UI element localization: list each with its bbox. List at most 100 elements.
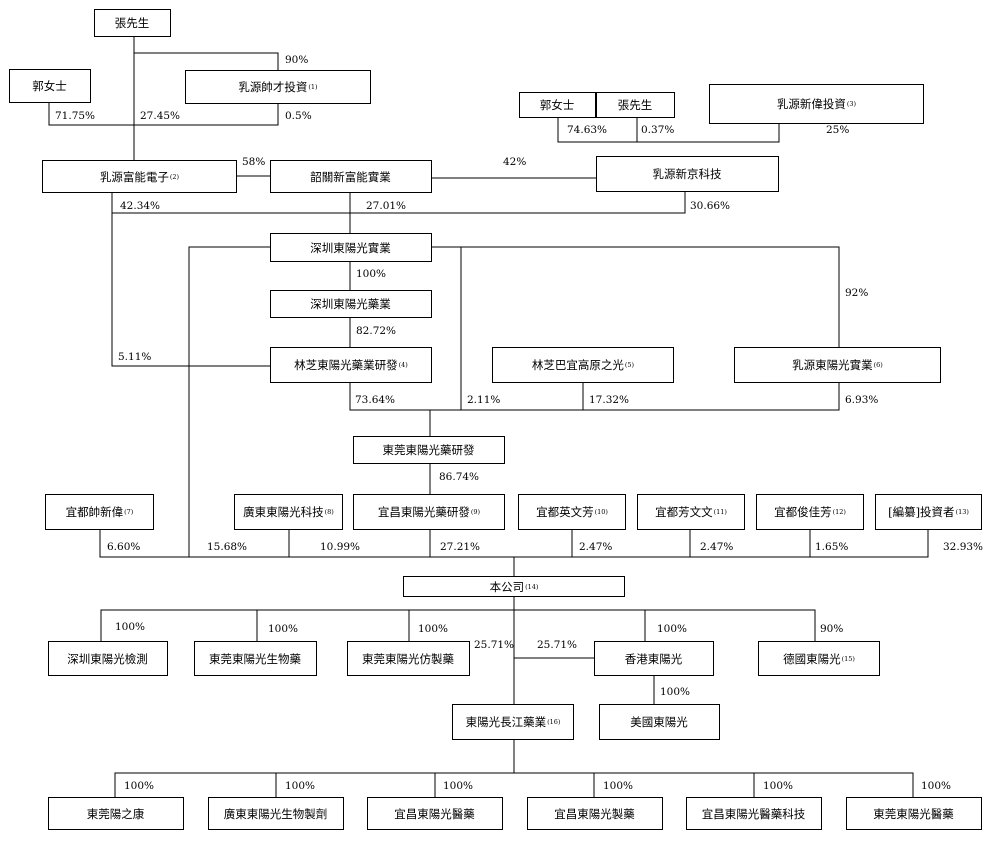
pct-guo-fuzhi: 71.75% [55,110,96,122]
entity-germany: 德國東陽光(15) [758,641,880,676]
pct-fuzhi-linzhi: 5.11% [118,351,152,363]
entity-shaoguan: 韶關新富能實業 [270,160,432,193]
pct-gdtech-co: 10.99% [320,541,361,553]
entity-sz-pharma: 深圳東陽光藥業 [270,290,432,318]
entity-investors: [編纂]投資者(13) [875,494,982,530]
entity-name: 宜都帥新偉 [65,505,124,519]
entity-dg-bio: 東莞東陽光生物藥 [194,641,317,676]
entity-name: 郭女士 [32,79,67,93]
entity-sz-test: 深圳東陽光檢測 [48,641,168,676]
entity-gd-bioprep: 廣東東陽光生物製劑 [208,797,344,830]
pct-zhang-shuaicai: 90% [285,54,309,66]
entity-shuaicai: 乳源帥才投資(1) [185,70,371,104]
pct-linzhi-dgrd: 73.64% [355,394,396,406]
entity-name: [編纂]投資者 [888,505,955,519]
pct-co-dggeneric: 100% [418,623,449,635]
footnote-marker: (10) [594,508,608,516]
entity-name: 乳源帥才投資 [238,80,308,94]
footnote-marker: (12) [832,508,846,516]
footnote-marker: (15) [841,654,855,663]
pct-zhang-fuzhi: 27.45% [140,110,181,122]
entity-xinwei: 乳源新偉投資(3) [709,84,924,124]
entity-name: 韶關新富能實業 [310,169,391,184]
entity-name: 宜都俊佳芳 [774,505,832,519]
pct-co-sztest: 100% [115,621,146,633]
pct-yidujun-co: 1.65% [815,541,849,553]
entity-yidu-ying: 宜都英文芳(10) [518,494,626,530]
entity-name: 廣東東陽光生物製劑 [223,806,328,821]
footnote-marker: (6) [873,361,883,369]
footnote-marker: (16) [547,718,561,726]
entity-name: 宜昌東陽光醫藥 [394,806,475,821]
entity-xinjing: 乳源新京科技 [596,156,779,192]
entity-name: 東莞東陽光醫藥 [873,806,954,821]
pct-yichang-co: 27.21% [440,541,481,553]
pct-shuaicai-fuzhi: 0.5% [285,110,312,122]
entity-sz-industry: 深圳東陽光實業 [270,233,432,262]
entity-name: 宜都芳文文 [655,505,713,519]
entity-name: 張先生 [617,98,653,112]
pct-co-dgbio: 100% [268,623,299,635]
entity-name: 郭女士 [539,98,575,112]
entity-guo-right: 郭女士 [519,92,596,118]
entity-name: 宜都英文芳 [536,505,594,519]
pct-xinjing-sz: 30.66% [690,200,731,212]
pct-yiduying-co: 2.47% [579,541,613,553]
entity-yidu-shuai: 宜都帥新偉(7) [45,494,154,530]
entity-guo-left: 郭女士 [9,69,91,103]
pct-cj-zhikang: 100% [124,780,155,792]
entity-dg-zhikang: 東莞陽之康 [48,797,184,830]
pct-ruyuan-dgrd: 6.93% [845,394,879,406]
pct-szpharma-linzhi: 82.72% [356,325,397,337]
pct-dgrd-yichang: 86.74% [439,471,480,483]
entity-zhang-right: 張先生 [596,92,675,118]
pct-sz-co: 15.68% [207,541,248,553]
footnote-marker: (7) [124,508,134,516]
entity-name: 深圳東陽光檢測 [67,651,148,666]
pct-cj-bioprep: 100% [285,780,316,792]
entity-hk: 香港東陽光 [594,641,714,676]
pct-xinjing-shaoguan: 42% [503,156,527,168]
pct-yidufang-co: 2.47% [700,541,734,553]
entity-name: 東莞陽之康 [86,806,145,821]
entity-name: 香港東陽光 [624,651,683,666]
footnote-marker: (11) [713,508,727,516]
pct-co-germany: 90% [820,623,844,635]
entity-yidu-fang: 宜都芳文文(11) [637,494,745,530]
entity-zhang-top: 張先生 [94,9,171,37]
entity-name: 東莞東陽光生物藥 [209,651,301,666]
pct-fuzhi-sz: 42.34% [120,200,161,212]
pct-guo-xinjing: 74.63% [567,124,608,136]
entity-gd-tech: 廣東東陽光科技(8) [234,494,343,530]
footnote-marker: (2) [169,172,180,181]
entity-name: 乳源富能電子 [99,169,169,184]
entity-name: 林芝東陽光藥業研發 [294,358,398,372]
entity-dg-generic: 東莞東陽光仿製藥 [347,641,470,676]
entity-name: 宜昌東陽光藥研發 [377,505,470,519]
entity-changjiang: 東陽光長江藥業(16) [452,704,574,740]
pct-cj-medtech: 100% [763,780,794,792]
pct-cj-dgpharm: 100% [921,780,952,792]
entity-name: 東陽光長江藥業 [465,715,547,729]
entity-name: 深圳東陽光藥業 [310,297,391,311]
entity-name: 林芝巴宜高原之光 [531,358,624,372]
entity-name: 乳源新偉投資 [776,97,846,111]
entity-name: 深圳東陽光實業 [310,240,391,255]
pct-investors-co: 32.93% [943,541,984,553]
footnote-marker: (1) [308,83,318,91]
entity-yidu-jun: 宜都俊佳芳(12) [756,494,864,530]
entity-ruyuan-industry: 乳源東陽光實業(6) [734,347,941,383]
entity-dg-pharm: 東莞東陽光醫藥 [846,797,982,830]
entity-fuzhi: 乳源富能電子(2) [42,160,237,193]
entity-name: 宜昌東陽光醫藥科技 [701,806,806,821]
entity-yichang-rd: 宜昌東陽光藥研發(9) [353,494,505,530]
entity-name: 張先生 [114,16,150,30]
pct-yidushuai-co: 6.60% [107,541,141,553]
pct-linzhiba-dgrd: 17.32% [589,394,630,406]
entity-dongguan-rd: 東莞東陽光藥研發 [353,436,505,464]
pct-hk-usa: 100% [660,686,691,698]
entity-name: 廣東東陽光科技 [243,505,324,519]
pct-shaoguan-sz: 27.01% [366,200,407,212]
entity-usa: 美國東陽光 [599,704,720,740]
